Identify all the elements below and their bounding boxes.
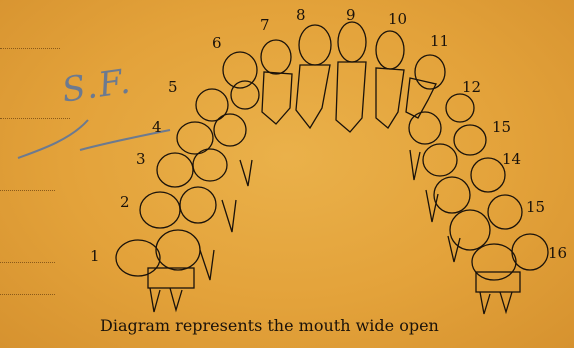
tooth-number-label: 15 [492,118,511,136]
tooth-number-label: 14 [502,150,521,168]
tooth-number-label: 4 [152,118,162,136]
tooth-number-label: 7 [260,16,270,34]
tooth-number-label: 16 [548,244,567,262]
tooth-number-label: 2 [120,193,130,211]
tooth-number-label: 15 [526,198,545,216]
tooth-number-label: 5 [168,78,178,96]
tooth-number-label: 10 [388,10,407,28]
tooth-number-label: 3 [136,150,146,168]
tooth-number-label: 6 [212,34,222,52]
tooth-number-label: 8 [296,6,306,24]
diagram-caption: Diagram represents the mouth wide open [100,316,439,335]
tooth-number-label: 12 [462,78,481,96]
tooth-number-label: 1 [90,247,100,265]
tooth-number-label: 9 [346,6,356,24]
tooth-number-label: 11 [430,32,449,50]
